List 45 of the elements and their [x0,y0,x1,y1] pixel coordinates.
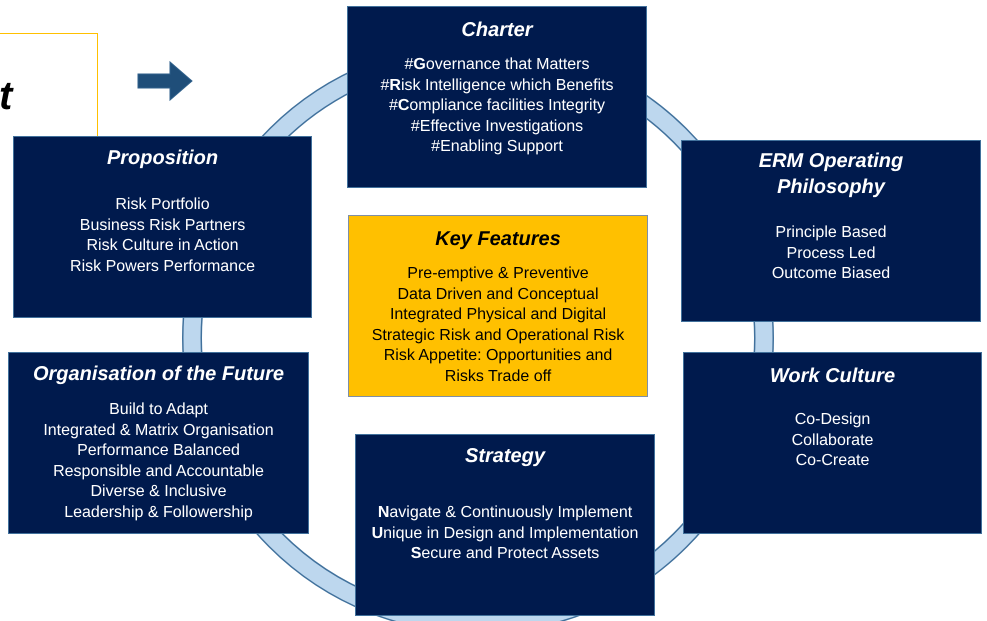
box-title: ERM Operating Philosophy [758,149,904,200]
text-box [355,434,655,616]
text-box [347,6,647,188]
feature-line: Outcome Biased [772,264,890,284]
text-box [681,140,981,322]
feature-line: Risk Culture in Action [86,236,239,256]
box-title: Work Culture [770,364,896,389]
text-box [13,136,312,318]
feature-line: Risk Portfolio [115,195,210,215]
feature-line: Co-Create [796,451,870,471]
feature-line: Risk Appetite: Opportunities and Risks Trade off [382,346,614,386]
feature-line: Performance Balanced [77,441,240,461]
feature-line: Navigate & Continuously Implement [378,503,632,523]
feature-line: Leadership & Followership [64,502,253,522]
feature-line: #Governance that Matters [404,55,590,75]
feature-line: Strategic Risk and Operational Risk [372,326,624,346]
text-box [348,215,648,397]
outlined-box [0,33,98,136]
feature-line: #Enabling Support [431,137,563,157]
text-box [8,352,309,534]
feature-line: Responsible and Accountable [53,462,264,482]
feature-line: Co-Design [794,410,870,430]
feature-line: #Risk Intelligence which Benefits [380,76,614,96]
feature-line: Business Risk Partners [80,216,246,236]
heading-text: t [0,74,12,118]
feature-line: Pre-emptive & Preventive [407,264,589,284]
box-title: Proposition [106,146,218,171]
box-title: Strategy [464,444,546,469]
feature-line: Principle Based [775,223,887,243]
box-title: Organisation of the Future [32,362,284,387]
feature-line: Diverse & Inclusive [90,482,227,502]
feature-line: Risk Powers Performance [70,256,255,276]
feature-line: Secure and Protect Assets [410,544,600,564]
feature-line: Integrated Physical and Digital [390,305,606,325]
text-box [683,352,982,534]
feature-line: Unique in Design and Implementation [372,524,638,544]
feature-line: Collaborate [792,430,874,450]
feature-line: Integrated & Matrix Organisation [43,420,274,440]
box-title: Charter [461,18,533,43]
feature-line: Process Led [786,244,876,264]
feature-line: #Compliance facilities Integrity [388,96,606,116]
feature-line: Data Driven and Conceptual [397,284,598,304]
box-title: Key Features [435,227,561,252]
feature-line: #Effective Investigations [410,116,584,136]
feature-line: Build to Adapt [109,400,208,420]
